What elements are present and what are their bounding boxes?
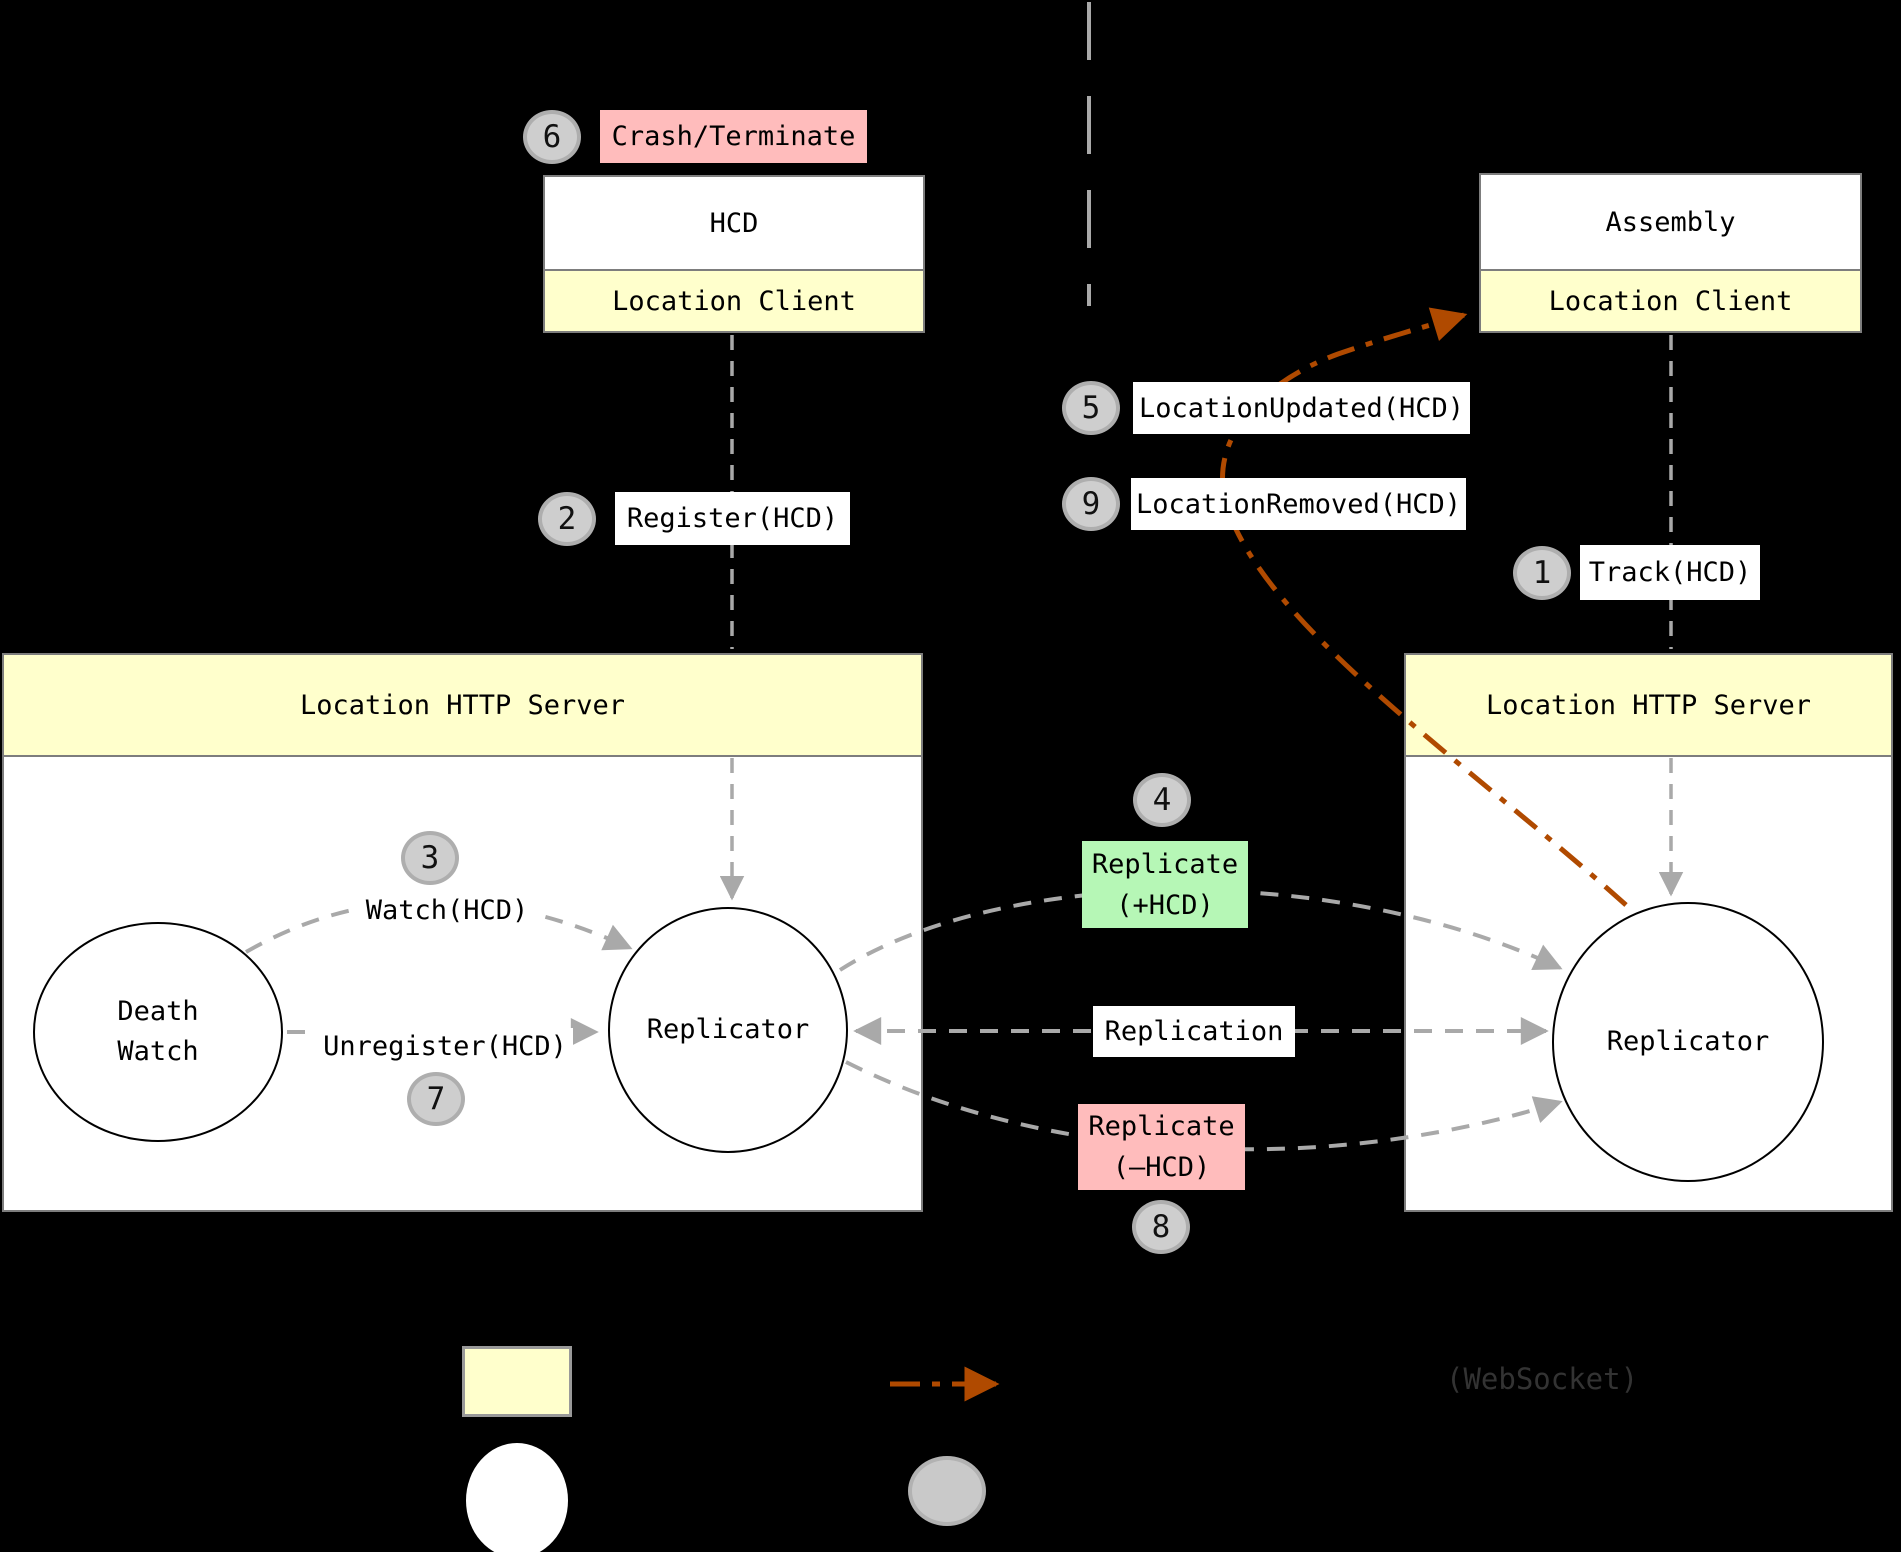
unregister-label: Unregister(HCD) [317,1028,573,1064]
assembly-component-box: Assembly Location Client [1479,173,1862,333]
replicate-add-line1: Replicate [1091,848,1239,880]
hcd-location-client-bar: Location Client [545,269,923,331]
step-2-badge: 2 [538,492,596,546]
replicate-remove-arrow [845,1060,1563,1152]
legend-component-swatch [462,1346,572,1417]
legend-websocket-label: (WebSocket) [1446,1362,1639,1396]
step-6-badge: 6 [523,110,581,164]
step-5-badge: 5 [1062,381,1120,435]
hcd-component-box: HCD Location Client [543,175,925,333]
step-9-badge: 9 [1062,477,1120,531]
legend-actor-ellipse [466,1443,568,1552]
step-4-badge: 4 [1133,773,1191,827]
right-server-title: Location HTTP Server [1406,655,1891,757]
register-label: Register(HCD) [615,492,850,545]
death-watch-label-line2: Watch [117,1036,199,1067]
death-watch-label-line1: Death [117,996,199,1027]
assembly-location-client-bar: Location Client [1481,269,1860,331]
replicate-add-label: Replicate (+HCD) [1082,841,1248,928]
replicate-remove-line2: (—HCD) [1112,1152,1211,1183]
replication-label: Replication [1093,1006,1295,1057]
right-replicator-actor: Replicator [1552,902,1824,1182]
crash-terminate-label: Crash/Terminate [600,110,867,163]
track-label: Track(HCD) [1580,545,1760,600]
step-7-badge: 7 [407,1072,465,1126]
location-updated-label: LocationUpdated(HCD) [1133,382,1470,434]
death-watch-actor: Death Watch [33,922,283,1142]
step-3-badge: 3 [401,831,459,885]
step-1-badge: 1 [1513,546,1571,600]
left-server-title: Location HTTP Server [4,655,921,757]
replicate-remove-label: Replicate (—HCD) [1078,1104,1245,1190]
legend-step-circle [908,1456,986,1526]
step-8-badge: 8 [1132,1200,1190,1254]
assembly-title: Assembly [1605,206,1736,238]
left-replicator-actor: Replicator [608,907,848,1153]
location-removed-label: LocationRemoved(HCD) [1131,478,1466,530]
watch-label: Watch(HCD) [352,892,542,928]
hcd-title: HCD [709,207,759,239]
replicate-remove-line1: Replicate [1088,1111,1235,1142]
replicate-add-line2: (+HCD) [1116,889,1214,921]
